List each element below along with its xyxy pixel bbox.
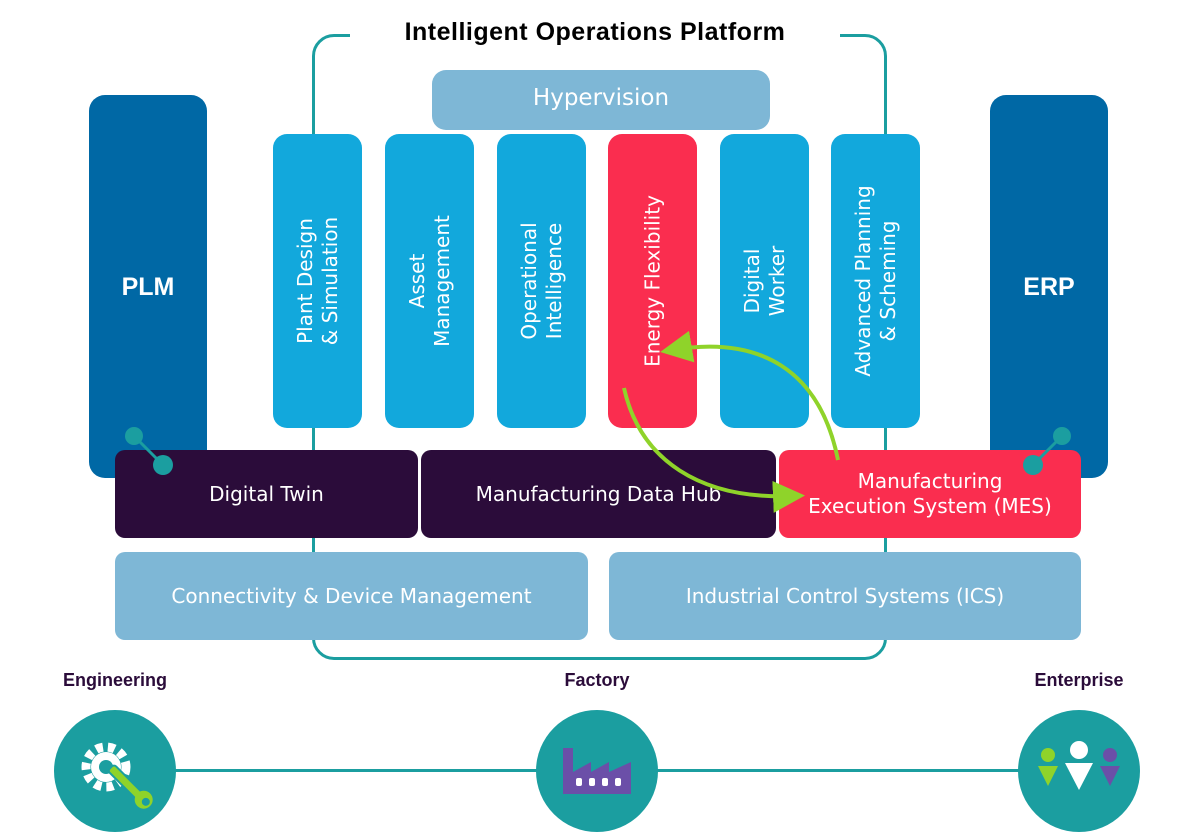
hypervision-label: Hypervision <box>532 85 670 111</box>
module-asset-management: Asset Management <box>385 134 474 428</box>
factory-label: Factory <box>564 670 630 690</box>
plm-label: PLM <box>121 273 175 301</box>
erp-label: ERP <box>1023 273 1075 301</box>
module-operational-intelligence: Operational Intelligence <box>497 134 586 428</box>
factory-circle <box>536 710 658 832</box>
module-plant-design: Plant Design & Simulation <box>273 134 362 428</box>
module-energy-flexibility: Energy Flexibility <box>608 134 697 428</box>
energy-to-mes-arrow <box>622 387 805 513</box>
mes-label-line1: Manufacturing <box>857 469 1003 493</box>
plm-box: PLM <box>89 95 207 478</box>
digital-twin-label: Digital Twin <box>209 481 324 506</box>
module-digital-worker: Digital Worker <box>720 134 809 428</box>
enterprise-label: Enterprise <box>1034 670 1124 690</box>
erp-box: ERP <box>990 95 1108 478</box>
connectivity-box: Connectivity & Device Management <box>115 552 588 640</box>
module-advanced-planning: Advanced Planning & Scheming <box>831 134 920 428</box>
people-icon <box>1038 741 1120 790</box>
connectivity-label: Connectivity & Device Management <box>171 584 532 608</box>
engineering-label: Engineering <box>62 670 167 690</box>
hypervision-box: Hypervision <box>432 70 770 130</box>
data-hub-box: Manufacturing Data Hub <box>421 450 776 538</box>
data-hub-label: Manufacturing Data Hub <box>475 481 722 506</box>
enterprise-circle <box>1018 710 1140 832</box>
engineering-circle <box>54 710 176 832</box>
ics-label: Industrial Control Systems (ICS) <box>685 584 1005 608</box>
plm-connector-icon <box>125 427 173 475</box>
mes-label-line2: Execution System (MES) <box>808 494 1052 518</box>
erp-connector-icon <box>1023 427 1071 475</box>
ics-box: Industrial Control Systems (ICS) <box>609 552 1081 640</box>
gear-wrench-icon <box>81 742 153 809</box>
factory-icon <box>563 748 631 794</box>
mes-to-energy-arrow <box>660 330 840 461</box>
platform-title: Intelligent Operations Platform <box>350 12 840 52</box>
